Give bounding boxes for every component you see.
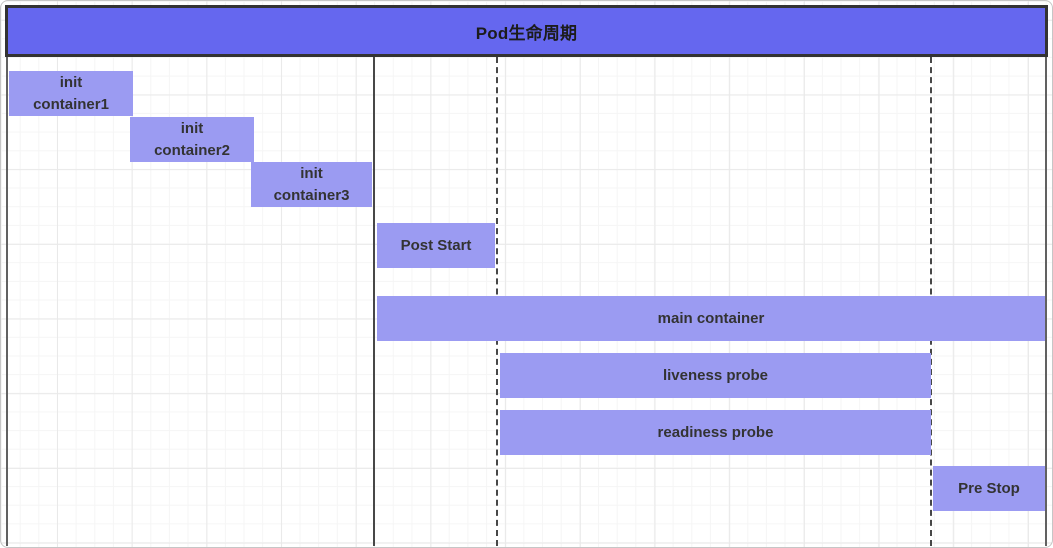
- page-title: Pod生命周期: [475, 23, 578, 43]
- lifecycle-frame: [6, 57, 1047, 546]
- bar-init-container2: init container2: [130, 117, 254, 162]
- bar-init-container1: init container1: [9, 71, 133, 116]
- main-container-start-line: [373, 57, 375, 546]
- bar-liveness-probe: liveness probe: [500, 353, 931, 398]
- bar-pre-stop: Pre Stop: [933, 466, 1045, 511]
- bar-post-start: Post Start: [377, 223, 495, 268]
- pod-lifecycle-title-bar: Pod生命周期: [5, 5, 1048, 57]
- bar-main-container: main container: [377, 296, 1045, 341]
- bar-init-container3: init container3: [251, 162, 372, 207]
- bar-readiness-probe: readiness probe: [500, 410, 931, 455]
